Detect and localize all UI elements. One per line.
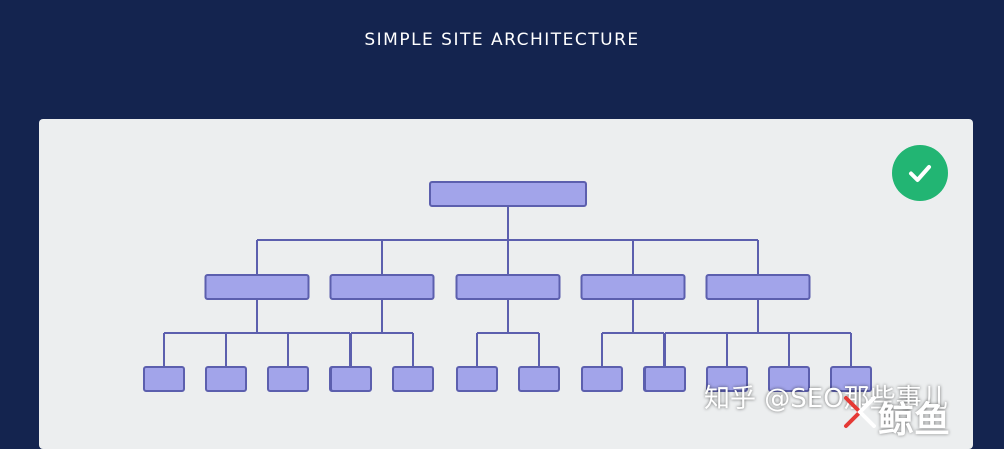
page-node	[706, 366, 748, 392]
page-node	[581, 366, 623, 392]
page-node	[205, 366, 247, 392]
page-node	[644, 366, 686, 392]
page-node	[143, 366, 185, 392]
page-node	[456, 366, 498, 392]
diagram-panel	[39, 119, 973, 449]
category-node	[329, 274, 435, 300]
diagram-title: SIMPLE SITE ARCHITECTURE	[364, 30, 640, 50]
watermark-logo-text: 鲸鱼	[878, 400, 951, 441]
fish-logo-icon	[844, 396, 876, 428]
watermark-text: 知乎 @SEO那些事儿	[704, 384, 948, 414]
page-node	[830, 366, 872, 392]
category-node	[705, 274, 811, 300]
site-tree	[143, 181, 872, 392]
page-node	[768, 366, 810, 392]
page-node	[267, 366, 309, 392]
checkmark-icon	[892, 145, 948, 201]
category-node	[204, 274, 310, 300]
category-node	[455, 274, 561, 300]
root-node	[429, 181, 587, 207]
page-node	[330, 366, 372, 392]
page-node	[518, 366, 560, 392]
category-node	[580, 274, 686, 300]
page-node	[392, 366, 434, 392]
